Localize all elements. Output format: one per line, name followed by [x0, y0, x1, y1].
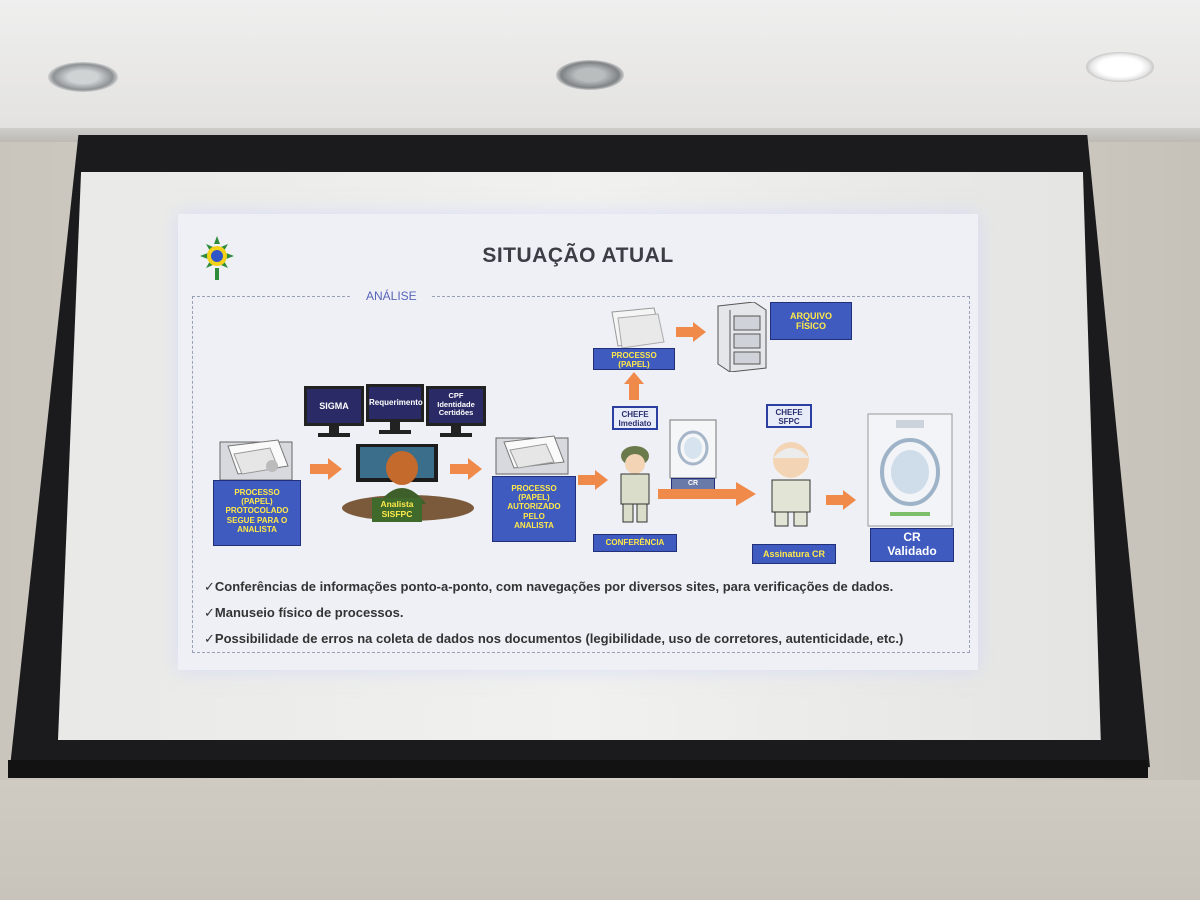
monitor-sigma: SIGMA — [304, 386, 364, 437]
bullet-item: ✓Possibilidade de erros na coleta de dad… — [204, 631, 904, 646]
projection-screen-bottom-bar — [8, 760, 1148, 778]
monitor-cpf: CPF Identidade Certidões — [426, 386, 486, 437]
slide: SITUAÇÃO ATUAL ANÁLISE PROCESSO (PAPEL) … — [178, 214, 978, 670]
chefe-imediato-box: CHEFE Imediato — [612, 406, 658, 430]
processo-autorizado-box: PROCESSO (PAPEL) AUTORIZADO PELO ANALIST… — [492, 476, 576, 542]
arrow-right-icon — [578, 470, 608, 490]
arrow-right-icon — [450, 458, 482, 480]
validated-cr-certificate-icon — [867, 413, 953, 527]
diagram-frame — [192, 296, 970, 653]
arrow-right-icon — [826, 490, 856, 510]
filing-cabinet-icon — [717, 302, 767, 372]
cr-validado-box: CR Validado — [870, 528, 954, 562]
section-label: ANÁLISE — [352, 289, 431, 303]
paper-documents-icon — [611, 307, 665, 349]
analista-label: Analista SISFPC — [372, 498, 422, 522]
ceiling-light-left — [48, 62, 118, 92]
conferencia-box: CONFERÊNCIA — [593, 534, 677, 552]
cr-document-icon — [669, 419, 717, 479]
ceiling-light-center — [556, 60, 624, 90]
lower-wall — [0, 780, 1200, 900]
arrow-right-long-icon — [658, 482, 756, 506]
soldier-icon — [620, 446, 650, 523]
chefe-sfpc-box: CHEFE SFPC — [766, 404, 812, 428]
bullet-list: ✓Conferências de informações ponto-a-pon… — [204, 574, 964, 652]
arrow-up-icon — [624, 372, 644, 400]
bullet-item: ✓Conferências de informações ponto-a-pon… — [204, 579, 894, 594]
army-logo-icon — [200, 236, 234, 280]
monitor-requerimento: Requerimento — [366, 384, 424, 434]
arrow-right-icon — [310, 458, 342, 480]
processo-protocolado-box: PROCESSO (PAPEL) PROTOCOLADO SEGUE PARA … — [213, 480, 301, 546]
paper-stack-icon — [495, 435, 569, 475]
paper-stack-icon — [219, 439, 293, 481]
ceiling-light-right — [1086, 52, 1154, 82]
slide-title: SITUAÇÃO ATUAL — [482, 244, 674, 267]
arrow-right-icon — [676, 322, 706, 342]
chief-officer-icon — [771, 442, 811, 527]
bullet-item: ✓Manuseio físico de processos. — [204, 605, 404, 620]
processo-papel-box: PROCESSO (PAPEL) — [593, 348, 675, 370]
arquivo-fisico-box: ARQUIVO FÍSICO — [770, 302, 852, 340]
assinatura-cr-box: Assinatura CR — [752, 544, 836, 564]
